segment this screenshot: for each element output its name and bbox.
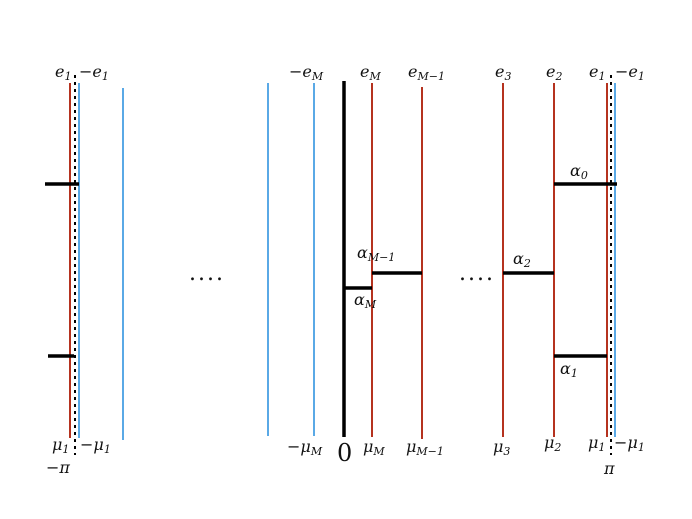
label-left-neg-mu1: −μ1 — [80, 435, 111, 456]
label-right-e1: e1 — [589, 62, 605, 83]
label-mu2: μ2 — [544, 433, 561, 454]
label-eM1: eM−1 — [408, 62, 445, 83]
label-zero: 0 — [337, 439, 352, 467]
label-alpha2: α2 — [513, 249, 531, 270]
label-left-mu1: μ1 — [52, 435, 69, 456]
label-alphaM1: αM−1 — [357, 243, 395, 264]
ellipsis-right: .... — [459, 261, 495, 286]
ellipsis-left: .... — [189, 261, 225, 286]
label-neg-muM: −μM — [287, 437, 323, 458]
label-left-neg-e1: −e1 — [79, 62, 109, 83]
label-right-neg-mu1: −μ1 — [614, 433, 645, 454]
label-eM: eM — [360, 62, 381, 83]
label-alpha1: α1 — [560, 359, 578, 380]
label-pi: π — [603, 459, 615, 478]
label-right-neg-e1: −e1 — [615, 62, 645, 83]
label-right-mu1: μ1 — [588, 433, 605, 454]
label-e3: e3 — [495, 62, 511, 83]
label-e2: e2 — [546, 62, 562, 83]
label-muM1: μM−1 — [406, 437, 444, 458]
label-alpha0: α0 — [570, 161, 588, 182]
label-alphaM: αM — [354, 290, 377, 311]
label-neg-eM: −eM — [289, 62, 324, 83]
label-muM: μM — [363, 437, 385, 458]
label-left-e1: e1 — [55, 62, 71, 83]
label-mu3: μ3 — [493, 437, 510, 458]
label-neg-pi: −π — [46, 458, 70, 477]
